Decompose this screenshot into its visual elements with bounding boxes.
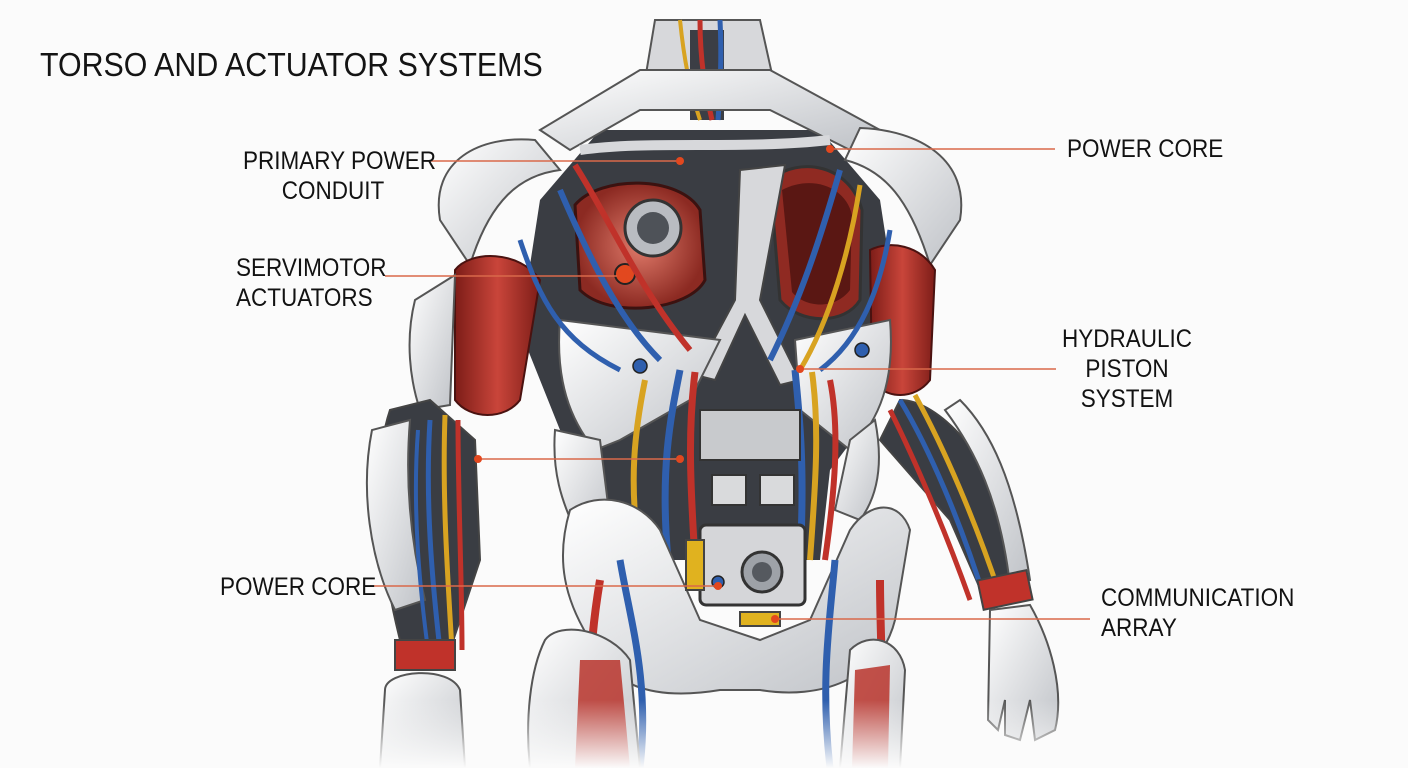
abdominal-block-upper — [699, 409, 801, 461]
left-shoulder-cap — [437, 138, 562, 268]
leader-dots — [474, 145, 834, 623]
label-primary-power-conduit: PRIMARY POWER CONDUIT — [243, 147, 436, 205]
leader-lines — [370, 148, 1090, 620]
label-hydraulic-piston-system: HYDRAULIC PISTON SYSTEM — [1062, 325, 1193, 413]
diagram-title: TORSO AND ACTUATOR SYSTEMS — [40, 46, 543, 83]
left-bicep-actuator — [454, 255, 542, 416]
label-communication-array: COMMUNICATION ARRAY — [1101, 584, 1295, 642]
left-upper-arm-shell — [408, 273, 457, 412]
right-shoulder-cap — [843, 126, 963, 268]
left-rib-plate — [558, 318, 722, 452]
label-servimotor-actuators: SERVIMOTOR ACTUATORS — [236, 254, 387, 312]
sternum-frame — [693, 163, 802, 387]
label-power-core-bottom: POWER CORE — [220, 573, 377, 601]
label-power-core-top: POWER CORE — [1067, 135, 1224, 163]
